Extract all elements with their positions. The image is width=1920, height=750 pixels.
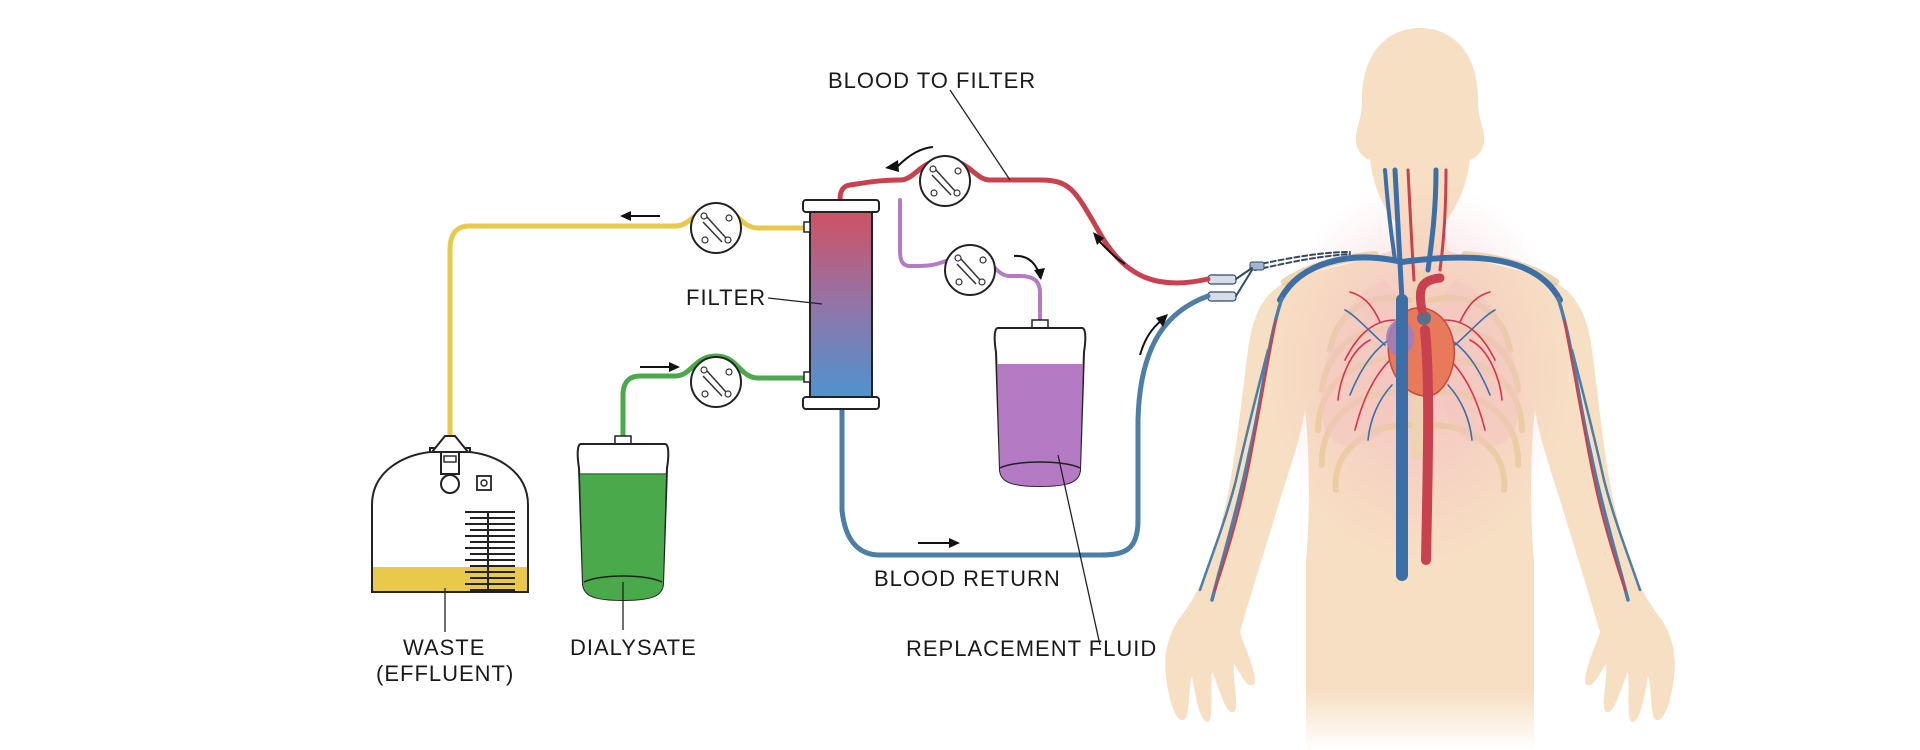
torso-fade — [1240, 450, 1600, 750]
waste-connector — [429, 435, 471, 453]
leader-blood-to-filter — [949, 89, 1011, 181]
pump-effluent — [690, 202, 742, 254]
blood-return-tube — [839, 293, 1211, 558]
dialysate-tube — [620, 353, 806, 441]
catheter-port-arterial — [1207, 274, 1237, 285]
label-waste: WASTE — [403, 635, 485, 660]
label-blood-to-filter: BLOOD TO FILTER — [828, 68, 1036, 93]
label-filter: FILTER — [686, 285, 766, 310]
label-replacement-fluid: REPLACEMENT FLUID — [906, 636, 1157, 661]
filter-port-top — [803, 221, 811, 233]
catheter-port-venous — [1207, 291, 1237, 302]
filter-port-bottom — [803, 371, 811, 383]
flow-arrow-blood-pump — [885, 146, 934, 172]
filter-cap-top — [802, 199, 880, 213]
filter-cap-bottom — [802, 396, 880, 410]
replacement-fluid-bag — [993, 319, 1087, 488]
flow-arrow-effluent — [620, 211, 660, 221]
pump-dialysate — [690, 356, 742, 408]
filter-body — [809, 211, 873, 398]
filter — [802, 199, 880, 410]
flow-arrow-blood-return — [918, 538, 960, 548]
waste-graduations — [465, 511, 515, 591]
effluent-tube — [447, 205, 806, 443]
label-effluent: (EFFLUENT) — [376, 661, 514, 686]
pump-blood — [919, 155, 971, 207]
lung-vessels — [1337, 291, 1503, 441]
heart-node — [1417, 311, 1431, 325]
flow-arrow-replacement — [1013, 254, 1045, 280]
waste-cap-square — [476, 475, 492, 491]
blood-to-filter-tube — [837, 157, 1211, 286]
arm-vessels — [1198, 296, 1642, 602]
flow-arrow-blood-in — [1093, 232, 1126, 265]
label-dialysate: DIALYSATE — [570, 635, 697, 660]
label-blood-return: BLOOD RETURN — [874, 566, 1061, 591]
leader-filter — [767, 297, 823, 305]
pump-replacement — [944, 244, 996, 296]
dialysate-bag — [576, 435, 670, 602]
leader-replacement — [1057, 454, 1101, 646]
waste-container — [371, 435, 529, 593]
flow-arrow-venous-up — [1139, 314, 1168, 356]
flow-arrow-dialysate — [640, 362, 680, 372]
human-figure — [1165, 28, 1675, 750]
catheter-hub — [1249, 261, 1265, 271]
